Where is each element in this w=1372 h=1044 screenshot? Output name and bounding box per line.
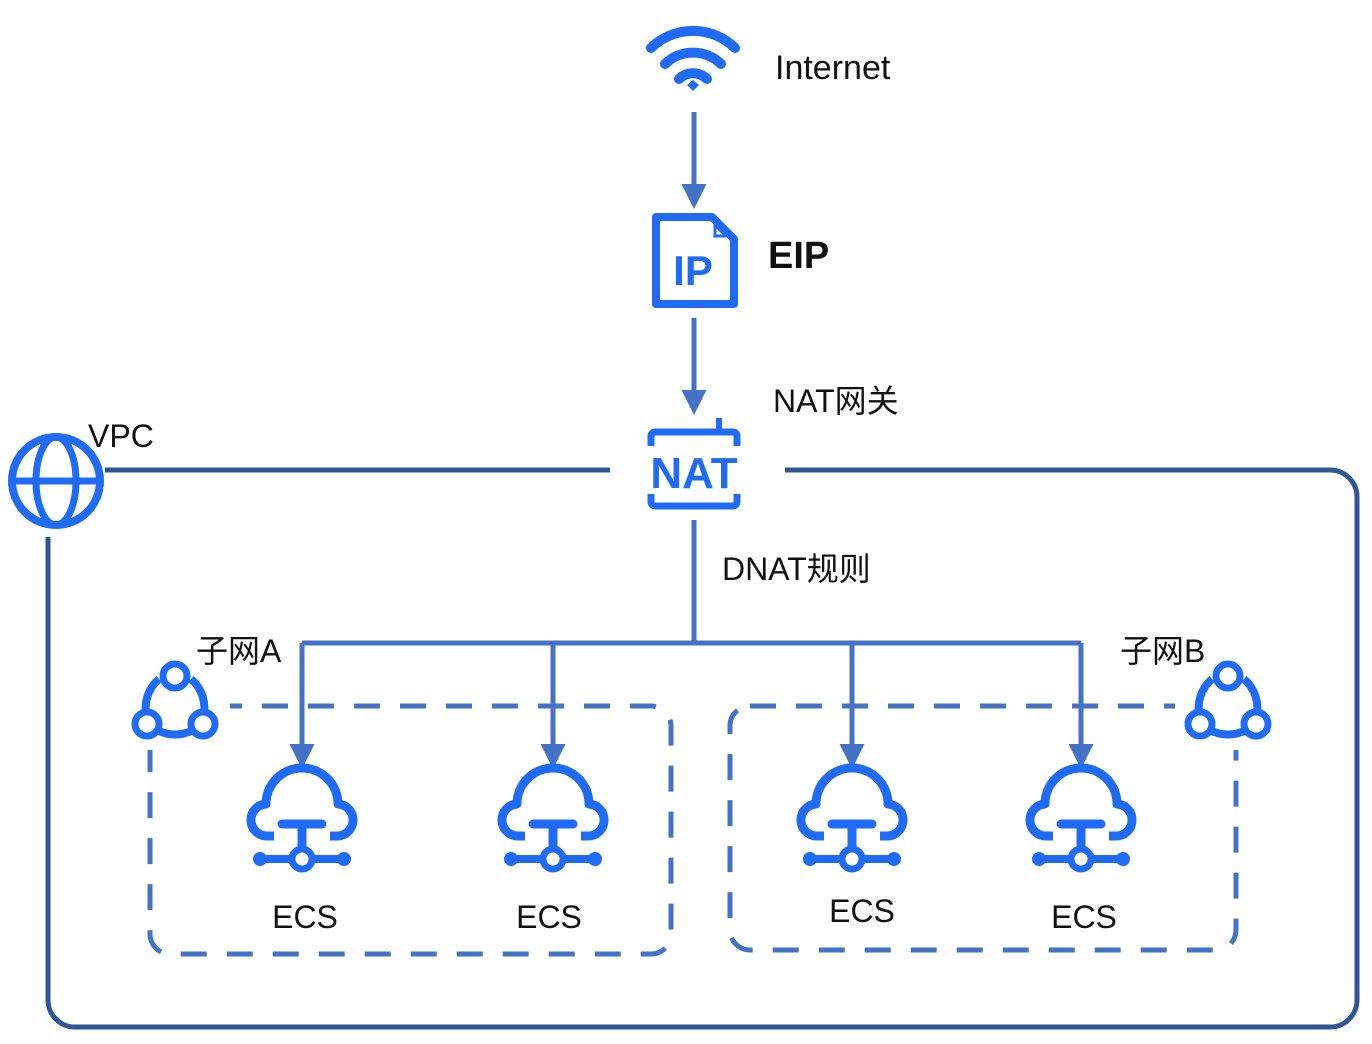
ecs-node[interactable]: ECS: [251, 768, 353, 935]
ecs-label: ECS: [516, 899, 582, 935]
ecs-cloud-icon: [251, 768, 353, 869]
nat-gateway-icon-text: NAT: [650, 449, 737, 498]
subnet-b-boundary: [727, 703, 1239, 953]
subnet-b-label: 子网B: [1120, 633, 1205, 669]
ecs-node[interactable]: ECS: [801, 768, 903, 929]
ecs-cloud-icon: [801, 768, 903, 869]
subnet-a-boundary: [147, 703, 674, 957]
ip-file-icon: IP: [652, 213, 738, 308]
nat-gateway-icon: NAT: [647, 418, 741, 510]
wifi-icon: [646, 25, 740, 91]
dnat-rule-label: DNAT规则: [722, 551, 871, 587]
ecs-label: ECS: [1051, 899, 1117, 935]
ecs-cloud-icon: [502, 768, 604, 869]
ecs-node[interactable]: ECS: [502, 768, 604, 935]
vpc-boundary: [45, 467, 1360, 1030]
vpc-label: VPC: [88, 418, 154, 454]
globe-icon: [8, 433, 104, 529]
ecs-cloud-icon: [1030, 768, 1132, 869]
ecs-label: ECS: [829, 893, 895, 929]
internet-label: Internet: [775, 49, 891, 87]
eip-label: EIP: [768, 235, 829, 277]
subnet-a-label: 子网A: [196, 633, 282, 669]
connectors: [289, 112, 1094, 769]
ecs-label: ECS: [272, 899, 338, 935]
ip-file-icon-text: IP: [673, 247, 713, 294]
subnet-a: 子网A ECS ECS: [120, 633, 604, 935]
nat-gateway-label: NAT网关: [773, 383, 899, 419]
subnet-b: 子网B ECS ECS: [801, 633, 1285, 935]
ecs-node[interactable]: ECS: [1030, 768, 1132, 935]
